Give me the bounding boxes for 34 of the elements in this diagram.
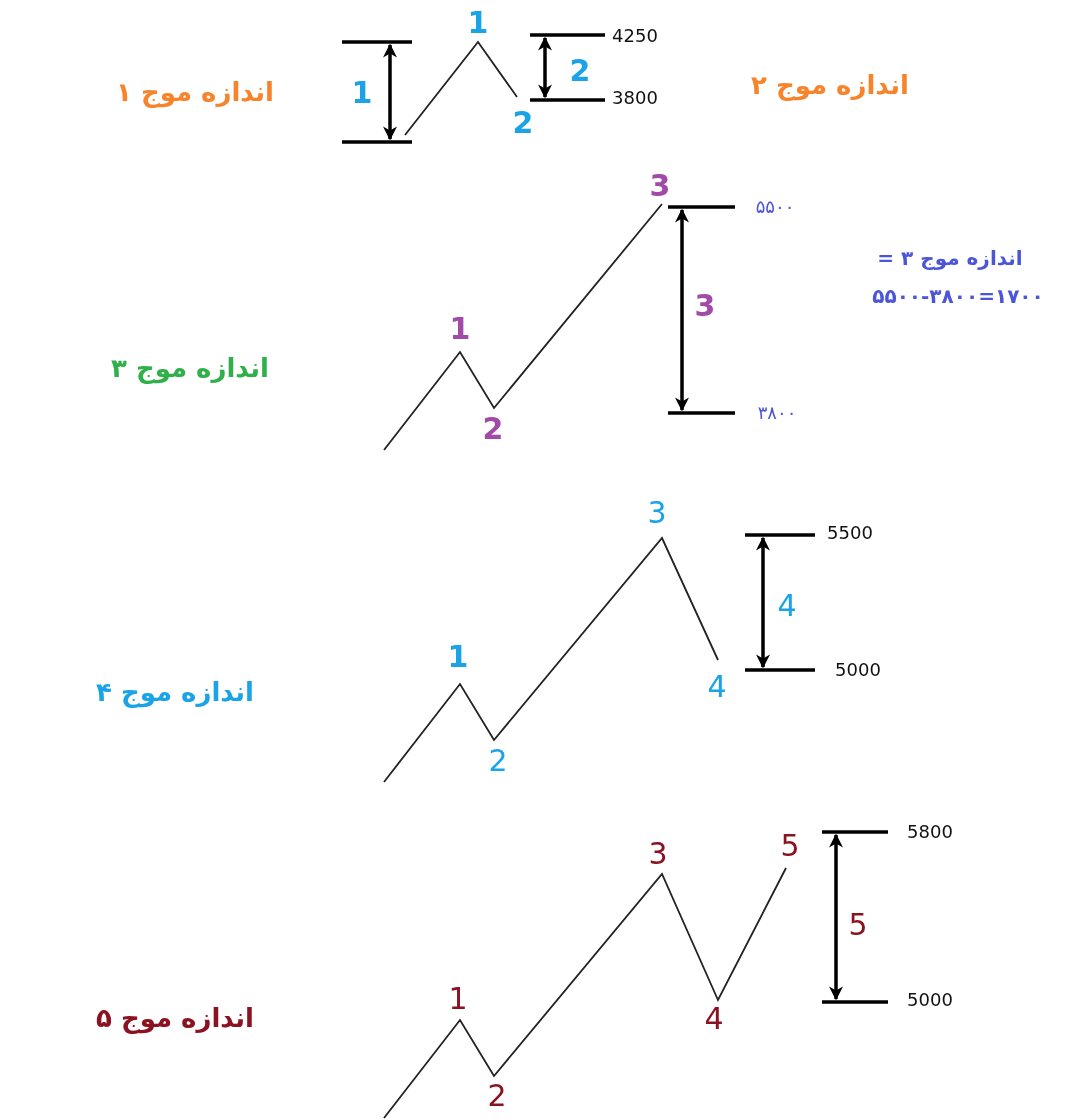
- price-level: ۳۸۰۰: [757, 403, 797, 423]
- dimension-number: 3: [694, 288, 716, 322]
- wave-point-number: 1: [448, 981, 468, 1015]
- wave-size-heading: اندازه موج ۵: [96, 1003, 254, 1033]
- wave-size-heading: اندازه موج ۱: [116, 77, 274, 107]
- price-level: 5500: [827, 523, 873, 543]
- price-level: ۵۵۰۰: [755, 197, 795, 217]
- formula-text: اندازه موج ۳ =: [877, 247, 1023, 269]
- wave-size-heading: اندازه موج ۲: [751, 70, 909, 100]
- price-level: 4250: [612, 26, 658, 46]
- wave-size-heading: اندازه موج ۳: [111, 353, 269, 383]
- wave-point-number: 5: [780, 828, 800, 862]
- wave-point-number: 2: [482, 411, 504, 445]
- wave-point-number: 3: [649, 168, 671, 202]
- price-level: 5000: [907, 990, 953, 1010]
- dimension-number: 5: [848, 907, 868, 941]
- wave-point-number: 1: [447, 639, 469, 673]
- wave-point-number: 3: [648, 836, 668, 870]
- dimension-number: 4: [777, 588, 797, 622]
- wave-point-number: 1: [449, 311, 471, 345]
- wave-point-number: 3: [647, 495, 667, 529]
- dimension-number: 1: [351, 75, 373, 109]
- price-level: 5800: [907, 822, 953, 842]
- wave-point-number: 2: [487, 1078, 507, 1112]
- dimension-number: 2: [569, 53, 591, 87]
- price-level: 3800: [612, 88, 658, 108]
- wave-point-number: 1: [467, 5, 489, 39]
- wave-point-number: 4: [704, 1001, 724, 1035]
- wave-point-number: 2: [488, 743, 508, 777]
- wave-size-heading: اندازه موج ۴: [96, 677, 254, 707]
- formula-text: ۵۵۰۰-۳۸۰۰=۱۷۰۰: [872, 285, 1044, 307]
- wave-point-number: 2: [512, 105, 534, 139]
- wave-point-number: 4: [707, 669, 727, 703]
- price-level: 5000: [835, 660, 881, 680]
